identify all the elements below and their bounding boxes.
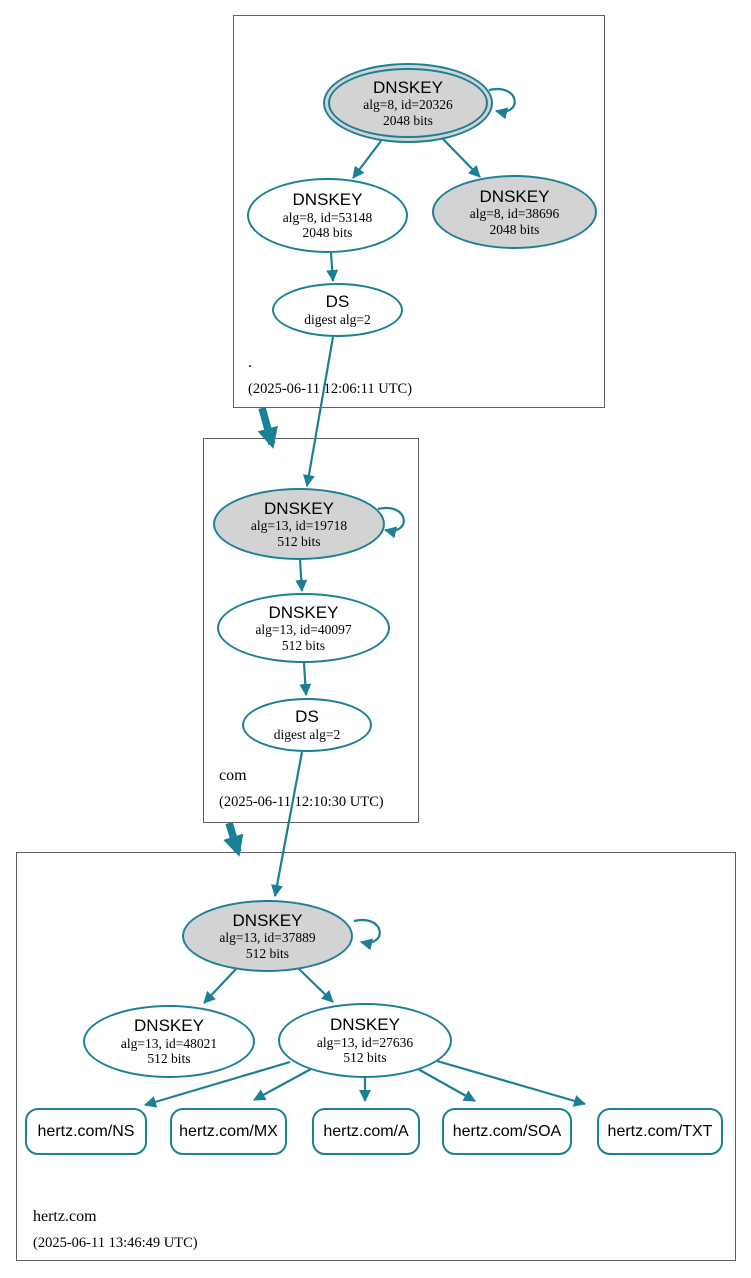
node-title: DNSKEY xyxy=(264,498,334,518)
rrset-node-soa[interactable]: hertz.com/SOA xyxy=(442,1108,572,1155)
node-title: DNSKEY xyxy=(292,190,363,210)
zone-box-hertz-com xyxy=(16,852,736,1261)
node-title: DNSKEY xyxy=(134,1016,204,1036)
zone-box-root xyxy=(233,15,605,408)
rrset-label: hertz.com/NS xyxy=(37,1122,135,1140)
rrset-label: hertz.com/TXT xyxy=(607,1122,713,1140)
dnskey-node-com-19718[interactable]: DNSKEY alg=13, id=19718 512 bits xyxy=(213,488,385,560)
node-title: DS xyxy=(295,707,319,727)
node-alg-id: alg=13, id=37889 xyxy=(219,930,316,946)
rrset-node-mx[interactable]: hertz.com/MX xyxy=(170,1108,287,1155)
node-bits: 2048 bits xyxy=(489,221,540,237)
node-bits: 2048 bits xyxy=(383,112,433,128)
dnskey-node-root-53148[interactable]: DNSKEY alg=8, id=53148 2048 bits xyxy=(247,178,408,253)
zone-timestamp-com: (2025-06-11 12:10:30 UTC) xyxy=(219,794,384,810)
node-alg-id: alg=13, id=19718 xyxy=(250,518,348,534)
zone-label-root: . xyxy=(248,354,252,371)
rrset-node-a[interactable]: hertz.com/A xyxy=(312,1108,420,1155)
rrset-label: hertz.com/A xyxy=(323,1122,409,1140)
rrset-node-ns[interactable]: hertz.com/NS xyxy=(25,1108,147,1155)
node-title: DNSKEY xyxy=(373,77,443,97)
ds-node-root[interactable]: DS digest alg=2 xyxy=(272,283,403,337)
node-bits: 2048 bits xyxy=(302,225,353,241)
edge-com-delegation-to-hertz xyxy=(223,821,244,857)
dnskey-node-root-38696[interactable]: DNSKEY alg=8, id=38696 2048 bits xyxy=(432,175,597,249)
rrset-label: hertz.com/MX xyxy=(179,1122,278,1140)
dnskey-node-root-20326[interactable]: DNSKEY alg=8, id=20326 2048 bits xyxy=(323,63,493,143)
node-alg-id: alg=8, id=38696 xyxy=(469,206,560,222)
node-alg-id: alg=13, id=40097 xyxy=(255,622,352,638)
node-digest: digest alg=2 xyxy=(304,312,371,328)
dnskey-node-hertz-37889[interactable]: DNSKEY alg=13, id=37889 512 bits xyxy=(182,900,353,972)
node-bits: 512 bits xyxy=(277,533,321,549)
node-title: DNSKEY xyxy=(232,910,303,930)
ds-node-com[interactable]: DS digest alg=2 xyxy=(242,698,372,752)
rrset-label: hertz.com/SOA xyxy=(452,1122,562,1140)
dnskey-node-hertz-27636[interactable]: DNSKEY alg=13, id=27636 512 bits xyxy=(278,1003,452,1078)
node-alg-id: alg=8, id=53148 xyxy=(282,209,373,225)
node-bits: 512 bits xyxy=(281,637,326,653)
dnskey-node-hertz-48021[interactable]: DNSKEY alg=13, id=48021 512 bits xyxy=(83,1005,255,1078)
zone-label-com: com xyxy=(219,767,247,784)
node-bits: 512 bits xyxy=(343,1050,387,1066)
node-alg-id: alg=13, id=27636 xyxy=(316,1034,414,1050)
node-bits: 512 bits xyxy=(147,1051,191,1067)
zone-timestamp-hertz-com: (2025-06-11 13:46:49 UTC) xyxy=(33,1235,198,1251)
zone-label-hertz-com: hertz.com xyxy=(33,1208,97,1225)
rrset-node-txt[interactable]: hertz.com/TXT xyxy=(597,1108,723,1155)
node-title: DNSKEY xyxy=(268,602,339,622)
zone-timestamp-root: (2025-06-11 12:06:11 UTC) xyxy=(248,381,413,397)
node-title: DS xyxy=(325,292,350,312)
node-title: DNSKEY xyxy=(330,1015,400,1035)
node-alg-id: alg=8, id=20326 xyxy=(363,97,453,113)
node-title: DNSKEY xyxy=(479,186,550,206)
node-digest: digest alg=2 xyxy=(273,727,341,743)
dnskey-node-com-40097[interactable]: DNSKEY alg=13, id=40097 512 bits xyxy=(217,593,390,663)
node-bits: 512 bits xyxy=(245,945,290,961)
node-alg-id: alg=13, id=48021 xyxy=(120,1035,218,1051)
